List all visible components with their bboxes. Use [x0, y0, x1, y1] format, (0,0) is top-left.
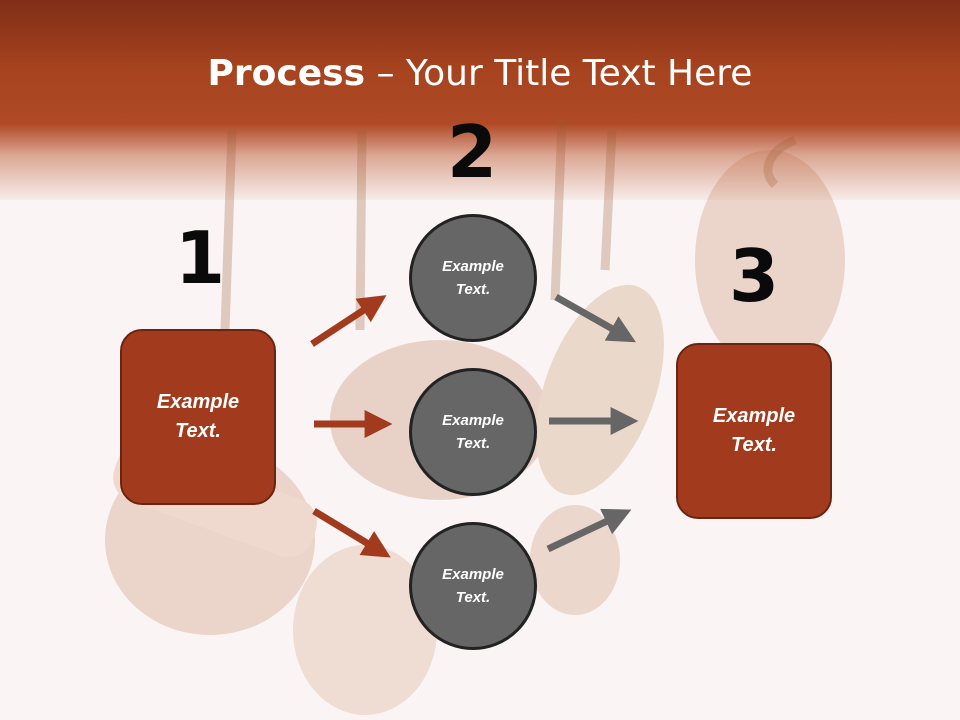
step-number-1: 1 [174, 216, 226, 300]
process-circle-middle: Example Text. [409, 368, 537, 496]
circle-top-line1: Example [442, 258, 504, 275]
header-band [0, 0, 960, 200]
arrow-to-circle-top [310, 295, 387, 347]
circle-middle-line1: Example [442, 412, 504, 429]
process-circle-top: Example Text. [409, 214, 537, 342]
arrow-from-circle-bottom [546, 508, 632, 553]
slide-title: Process – Your Title Text Here [0, 52, 960, 96]
start-box-line1: Example [156, 391, 240, 413]
arrow-from-circle-top [554, 293, 636, 343]
title-rest: – Your Title Text Here [365, 53, 753, 94]
end-box: Example Text. [676, 343, 832, 519]
circle-top-line2: Text. [455, 281, 491, 298]
step-number-2: 2 [446, 110, 498, 194]
arrow-to-circle-bottom [312, 508, 391, 558]
end-box-line2: Text. [731, 434, 777, 456]
circle-middle-line2: Text. [455, 435, 491, 452]
process-circle-bottom: Example Text. [409, 522, 537, 650]
end-box-line1: Example [712, 405, 796, 427]
start-box: Example Text. [120, 329, 276, 505]
start-box-line2: Text. [175, 420, 221, 442]
circle-bottom-line2: Text. [455, 589, 491, 606]
title-bold: Process [207, 53, 366, 94]
circle-bottom-line1: Example [442, 566, 504, 583]
step-number-3: 3 [728, 234, 780, 318]
